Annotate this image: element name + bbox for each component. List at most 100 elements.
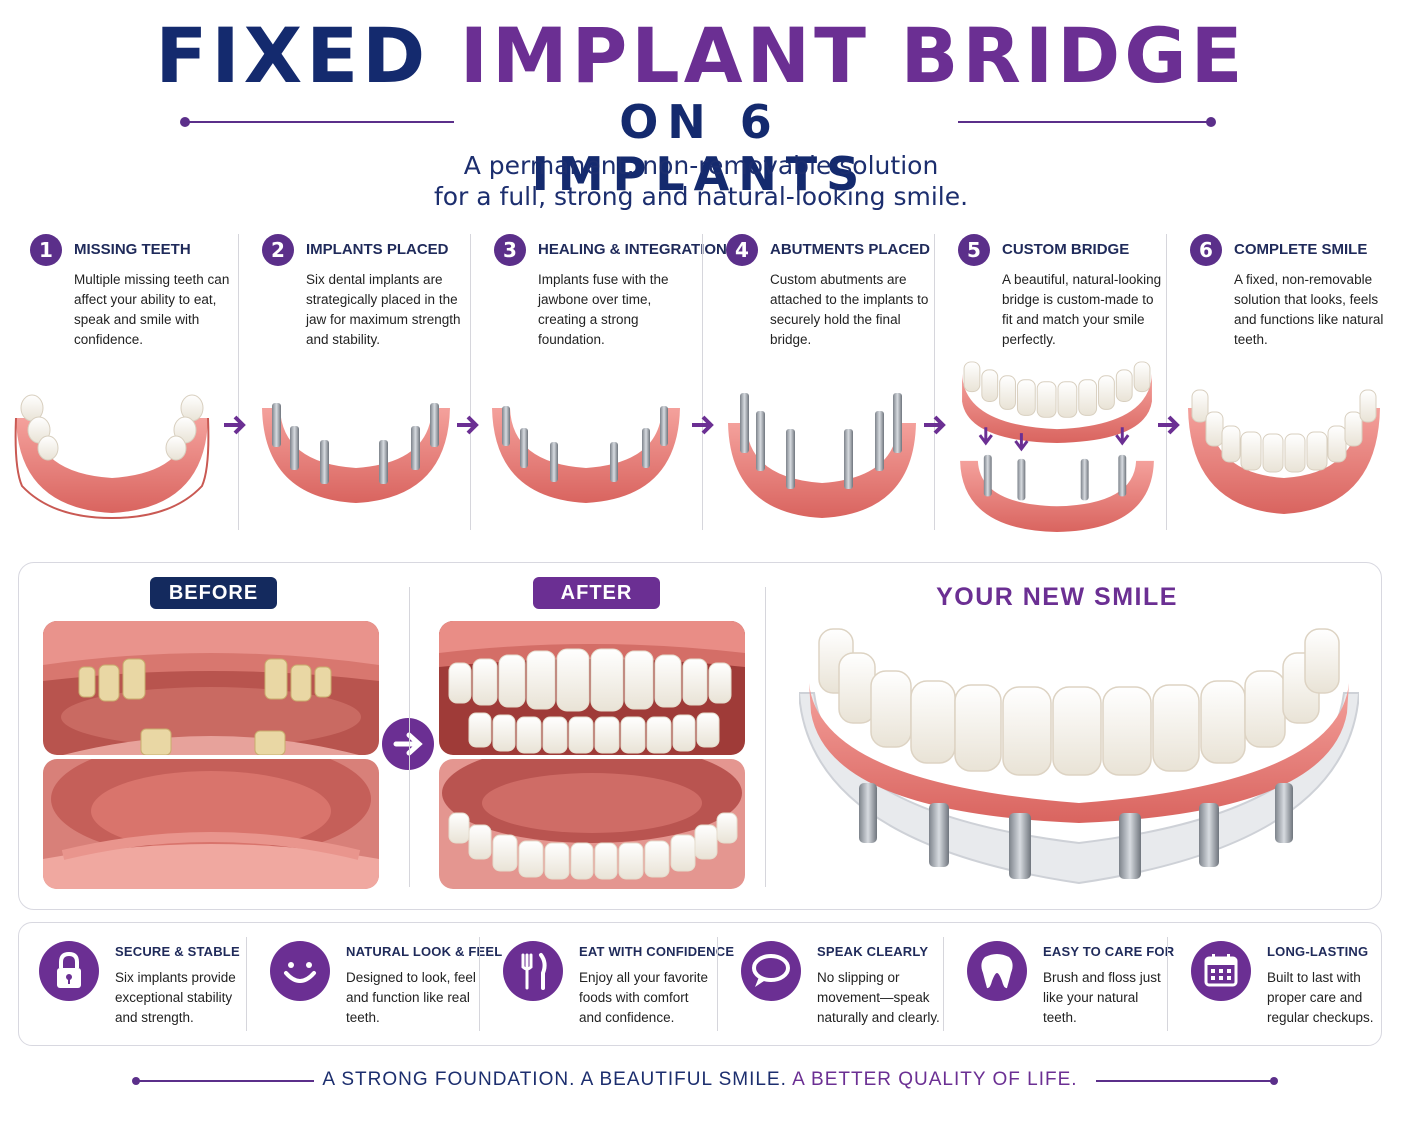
benefits-panel: SECURE & STABLE Six implants provide exc… xyxy=(18,922,1382,1046)
step-title: IMPLANTS PLACED xyxy=(306,241,449,258)
step-description: A beautiful, natural-looking bridge is c… xyxy=(1002,272,1162,347)
benefit-divider xyxy=(479,937,480,1031)
tooth-icon xyxy=(967,941,1027,1001)
lock-icon xyxy=(39,941,99,1001)
step-title: CUSTOM BRIDGE xyxy=(1002,241,1130,258)
footer-slogan: A STRONG FOUNDATION. A BEAUTIFUL SMILE. … xyxy=(320,1069,1080,1091)
before-after-panel: BEFORE AFTER xyxy=(18,562,1382,910)
step-divider xyxy=(1166,234,1167,530)
bridge-over-implants-illustration xyxy=(960,361,1154,533)
new-smile-bridge-illustration xyxy=(799,628,1359,885)
panel-divider xyxy=(765,587,766,887)
benefit-easy-to-care-for: EASY TO CARE FOR Brush and floss just li… xyxy=(943,923,1175,1047)
before-to-after-arrow xyxy=(382,718,434,770)
step-number-badge: 2 xyxy=(262,234,294,266)
speech-bubble-icon xyxy=(741,941,801,1001)
footer: A STRONG FOUNDATION. A BEAUTIFUL SMILE. … xyxy=(0,1066,1402,1096)
step-title: MISSING TEETH xyxy=(74,241,191,258)
step-description: A fixed, non-removable solution that loo… xyxy=(1234,272,1384,347)
divider-dot-right xyxy=(1206,117,1216,127)
divider-dot-left xyxy=(180,117,190,127)
title-part-implant-bridge: IMPLANT BRIDGE xyxy=(459,11,1247,100)
tagline-line-2: for a full, strong and natural-looking s… xyxy=(433,182,969,211)
step-complete-smile: 6 COMPLETE SMILE A fixed, non-removable … xyxy=(1166,228,1402,533)
after-label: AFTER xyxy=(533,577,660,609)
new-smile-title: YOUR NEW SMILE xyxy=(936,583,1178,611)
footer-slogan-part-1: A STRONG FOUNDATION. A BEAUTIFUL SMILE. xyxy=(322,1069,787,1090)
arrow-right-icon xyxy=(457,415,479,435)
benefit-title: EASY TO CARE FOR xyxy=(1043,944,1175,959)
arrow-right-icon xyxy=(393,732,423,756)
benefit-description: Brush and floss just like your natural t… xyxy=(1043,970,1161,1025)
benefit-title: NATURAL LOOK & FEEL xyxy=(346,944,503,959)
before-label: BEFORE xyxy=(150,577,277,609)
step-description: Custom abutments are attached to the imp… xyxy=(770,272,929,347)
step-number-badge: 4 xyxy=(726,234,758,266)
subtitle-row: ON 6 IMPLANTS xyxy=(180,96,1220,200)
jaw-abutments-illustration xyxy=(728,393,916,518)
benefit-description: No slipping or movement—speak naturally … xyxy=(817,970,940,1025)
jaw-missing-teeth-illustration xyxy=(14,394,210,520)
title-part-fixed: FIXED xyxy=(155,11,430,100)
benefit-divider xyxy=(1167,937,1168,1031)
benefit-description: Six implants provide exceptional stabili… xyxy=(115,970,236,1025)
benefit-description: Built to last with proper care and regul… xyxy=(1267,970,1374,1025)
tagline: A permanent, non-removable solution for … xyxy=(0,150,1402,212)
page-title: FIXED IMPLANT BRIDGE xyxy=(0,14,1402,98)
divider-line-left xyxy=(186,121,454,123)
panel-divider xyxy=(409,587,410,887)
footer-line-right xyxy=(1096,1080,1272,1082)
benefit-title: SECURE & STABLE xyxy=(115,944,240,959)
after-upper-photo xyxy=(439,621,745,755)
steps-row: 1 MISSING TEETH Multiple missing teeth c… xyxy=(10,228,1392,538)
step-implants-placed: 2 IMPLANTS PLACED Six dental implants ar… xyxy=(238,228,474,533)
benefit-natural-look-feel: NATURAL LOOK & FEEL Designed to look, fe… xyxy=(246,923,502,1047)
arrow-right-icon xyxy=(1158,415,1180,435)
benefit-speak-clearly: SPEAK CLEARLY No slipping or movement—sp… xyxy=(717,923,949,1047)
fork-knife-icon xyxy=(503,941,563,1001)
benefit-eat-with-confidence: EAT WITH CONFIDENCE Enjoy all your favor… xyxy=(479,923,734,1047)
benefit-title: LONG-LASTING xyxy=(1267,944,1369,959)
smile-icon xyxy=(270,941,330,1001)
footer-slogan-part-2: A BETTER QUALITY OF LIFE. xyxy=(792,1069,1078,1090)
divider-line-right xyxy=(958,121,1212,123)
arrow-right-icon xyxy=(224,415,246,435)
step-missing-teeth: 1 MISSING TEETH Multiple missing teeth c… xyxy=(10,228,242,533)
step-number-badge: 3 xyxy=(494,234,526,266)
step-divider xyxy=(470,234,471,530)
benefit-title: EAT WITH CONFIDENCE xyxy=(579,944,735,959)
after-lower-photo xyxy=(439,759,745,889)
step-description: Six dental implants are strategically pl… xyxy=(306,272,461,347)
step-number-badge: 5 xyxy=(958,234,990,266)
benefit-divider xyxy=(717,937,718,1031)
step-description: Multiple missing teeth can affect your a… xyxy=(74,272,230,347)
jaw-complete-smile-illustration xyxy=(1188,389,1380,514)
footer-line-left xyxy=(138,1080,314,1082)
step-healing-integration: 3 HEALING & INTEGRATION Implants fuse wi… xyxy=(470,228,727,533)
step-custom-bridge: 5 CUSTOM BRIDGE A beautiful, natural-loo… xyxy=(934,228,1170,533)
step-title: ABUTMENTS PLACED xyxy=(770,241,930,258)
tagline-line-1: A permanent, non-removable solution xyxy=(463,151,939,180)
footer-dot-left xyxy=(132,1077,140,1085)
benefit-divider xyxy=(943,937,944,1031)
jaw-healing-illustration xyxy=(492,406,680,503)
step-title: COMPLETE SMILE xyxy=(1234,241,1368,258)
benefit-description: Enjoy all your favorite foods with comfo… xyxy=(579,970,709,1025)
step-divider xyxy=(702,234,703,530)
step-description: Implants fuse with the jawbone over time… xyxy=(538,272,669,347)
step-divider xyxy=(238,234,239,530)
before-lower-photo xyxy=(43,759,379,889)
benefit-description: Designed to look, feel and function like… xyxy=(346,970,476,1025)
benefit-title: SPEAK CLEARLY xyxy=(817,944,929,959)
arrow-right-icon xyxy=(924,415,946,435)
benefit-secure-stable: SECURE & STABLE Six implants provide exc… xyxy=(19,923,247,1047)
page-subtitle: ON 6 IMPLANTS xyxy=(531,95,869,201)
footer-dot-right xyxy=(1270,1077,1278,1085)
before-upper-photo xyxy=(43,621,379,755)
benefit-divider xyxy=(246,937,247,1031)
step-abutments-placed: 4 ABUTMENTS PLACED Custom abutments are … xyxy=(702,228,938,533)
benefit-long-lasting: LONG-LASTING Built to last with proper c… xyxy=(1167,923,1399,1047)
step-title: HEALING & INTEGRATION xyxy=(538,241,727,258)
jaw-implants-illustration xyxy=(262,403,450,503)
calendar-icon xyxy=(1191,941,1251,1001)
